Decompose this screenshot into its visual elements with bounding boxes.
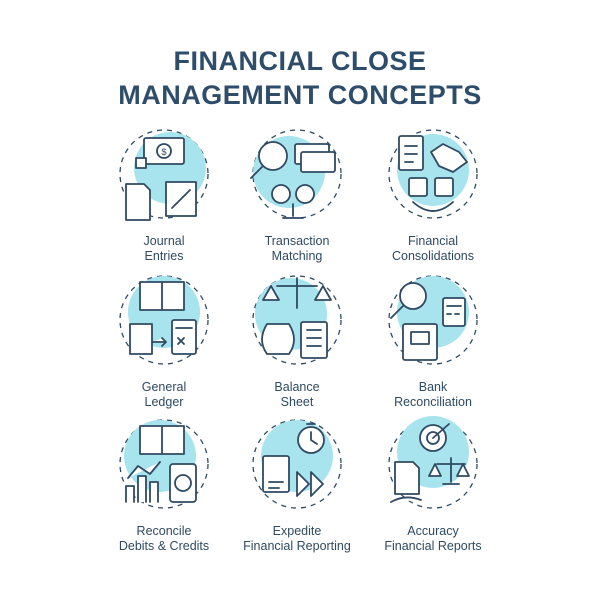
concept-general-ledger: General Ledger — [74, 268, 254, 410]
title-line-1: FINANCIAL CLOSE — [173, 46, 427, 76]
concept-bank-reconciliation: Bank Reconciliation — [343, 268, 523, 410]
concept-label-line1: Accuracy — [407, 524, 459, 538]
concept-label-line1: Journal — [143, 234, 185, 248]
expedite-financial-reporting-icon — [252, 419, 342, 509]
financial-consolidations-icon — [388, 129, 478, 219]
concept-label-line1: Financial — [407, 234, 459, 248]
journal-entries-icon: $ — [119, 129, 209, 221]
concept-label-line2: Matching — [271, 249, 323, 263]
bank-reconciliation-icon — [388, 275, 478, 365]
concept-balance-sheet: Balance Sheet — [207, 268, 387, 410]
concept-label-line2: Financial Reporting — [243, 539, 351, 553]
transaction-matching-icon — [250, 129, 342, 219]
concept-expedite-financial-reporting: Expedite Financial Reporting — [207, 412, 387, 554]
concept-label-line1: Reconcile — [136, 524, 192, 538]
concept-label-line1: Expedite — [272, 524, 322, 538]
concept-financial-consolidations: Financial Consolidations — [343, 122, 523, 264]
concept-label-line1: Bank — [418, 380, 448, 394]
title-line-2: MANAGEMENT CONCEPTS — [118, 80, 482, 110]
general-ledger-icon — [119, 275, 209, 365]
reconcile-debits-credits-icon — [119, 419, 209, 509]
concept-reconcile-debits-credits: Reconcile Debits & Credits — [74, 412, 254, 554]
concept-label-line2: Debits & Credits — [118, 539, 210, 553]
concept-label-line1: Transaction — [264, 234, 330, 248]
concept-journal-entries: $ Journal Entries — [74, 122, 254, 264]
concept-accuracy-financial-reports: Accuracy Financial Reports — [343, 412, 523, 554]
concept-transaction-matching: Transaction Matching — [207, 122, 387, 264]
accuracy-financial-reports-icon — [388, 416, 478, 509]
concept-label-line2: Consolidations — [392, 249, 474, 263]
concept-label-line1: General — [141, 380, 187, 394]
concept-label-line2: Financial Reports — [384, 539, 482, 553]
concept-label-line2: Reconciliation — [394, 395, 472, 409]
svg-text:$: $ — [161, 147, 166, 157]
concept-label-line2: Entries — [144, 249, 184, 263]
concept-label-line2: Ledger — [144, 395, 184, 409]
concept-label-line1: Balance — [274, 380, 320, 394]
page-title: FINANCIAL CLOSE MANAGEMENT CONCEPTS — [0, 44, 600, 112]
balance-sheet-icon — [252, 275, 342, 365]
concept-label-line2: Sheet — [280, 395, 314, 409]
